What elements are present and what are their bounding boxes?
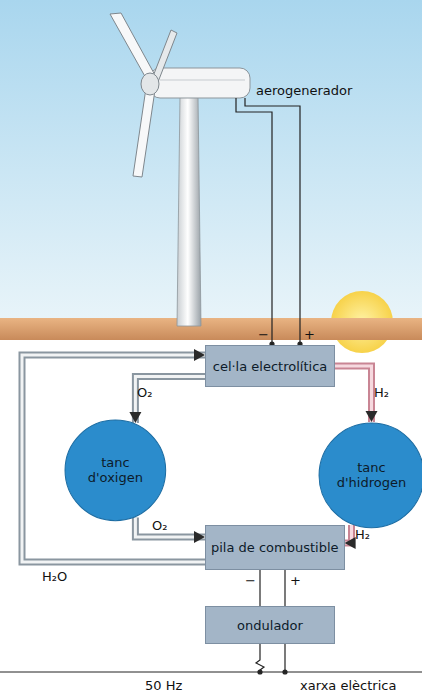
arrow-head xyxy=(366,411,378,422)
signal-label: xarxa elèctrica xyxy=(300,678,396,693)
arrow-head xyxy=(345,537,356,549)
ground xyxy=(0,318,422,340)
process-box: pila de combustible xyxy=(205,525,345,570)
flow-label: O₂ xyxy=(137,385,152,400)
pipe xyxy=(345,525,356,549)
node-text: tanc d'hidrogen xyxy=(328,460,416,490)
arrow-head xyxy=(129,412,141,423)
signal-label: 50 Hz xyxy=(145,678,182,693)
flow-label: O₂ xyxy=(152,518,167,533)
arrow-head xyxy=(194,531,205,543)
turbine-wires xyxy=(236,98,302,346)
node-text: pila de combustible xyxy=(211,540,339,555)
wind-turbine xyxy=(110,13,250,326)
node-text: cel·la electrolítica xyxy=(213,359,328,374)
tank-circle: tanc d'hidrogen xyxy=(318,422,422,529)
grid-connection xyxy=(0,644,422,674)
terminal-sign: − xyxy=(258,327,269,342)
flow-label: H₂O xyxy=(42,569,67,584)
process-box: cel·la electrolítica xyxy=(205,345,335,387)
wire-pair xyxy=(260,570,285,606)
pipe xyxy=(335,366,378,422)
terminal-sign: + xyxy=(304,327,315,342)
sky xyxy=(0,0,422,320)
flow-label: H₂ xyxy=(374,385,389,400)
pipe xyxy=(129,377,205,424)
node-text: tanc d'oxigen xyxy=(73,455,157,485)
tank-circle: tanc d'oxigen xyxy=(64,419,167,522)
flow-label: H₂ xyxy=(355,527,370,542)
part-label: aerogenerador xyxy=(256,83,352,98)
process-box: ondulador xyxy=(205,606,335,644)
terminal-sign: − xyxy=(245,573,256,588)
terminal-sign: + xyxy=(290,573,301,588)
pipe xyxy=(135,518,205,543)
pipe xyxy=(22,349,205,562)
node-text: ondulador xyxy=(237,618,303,633)
arrow-head xyxy=(194,349,205,361)
